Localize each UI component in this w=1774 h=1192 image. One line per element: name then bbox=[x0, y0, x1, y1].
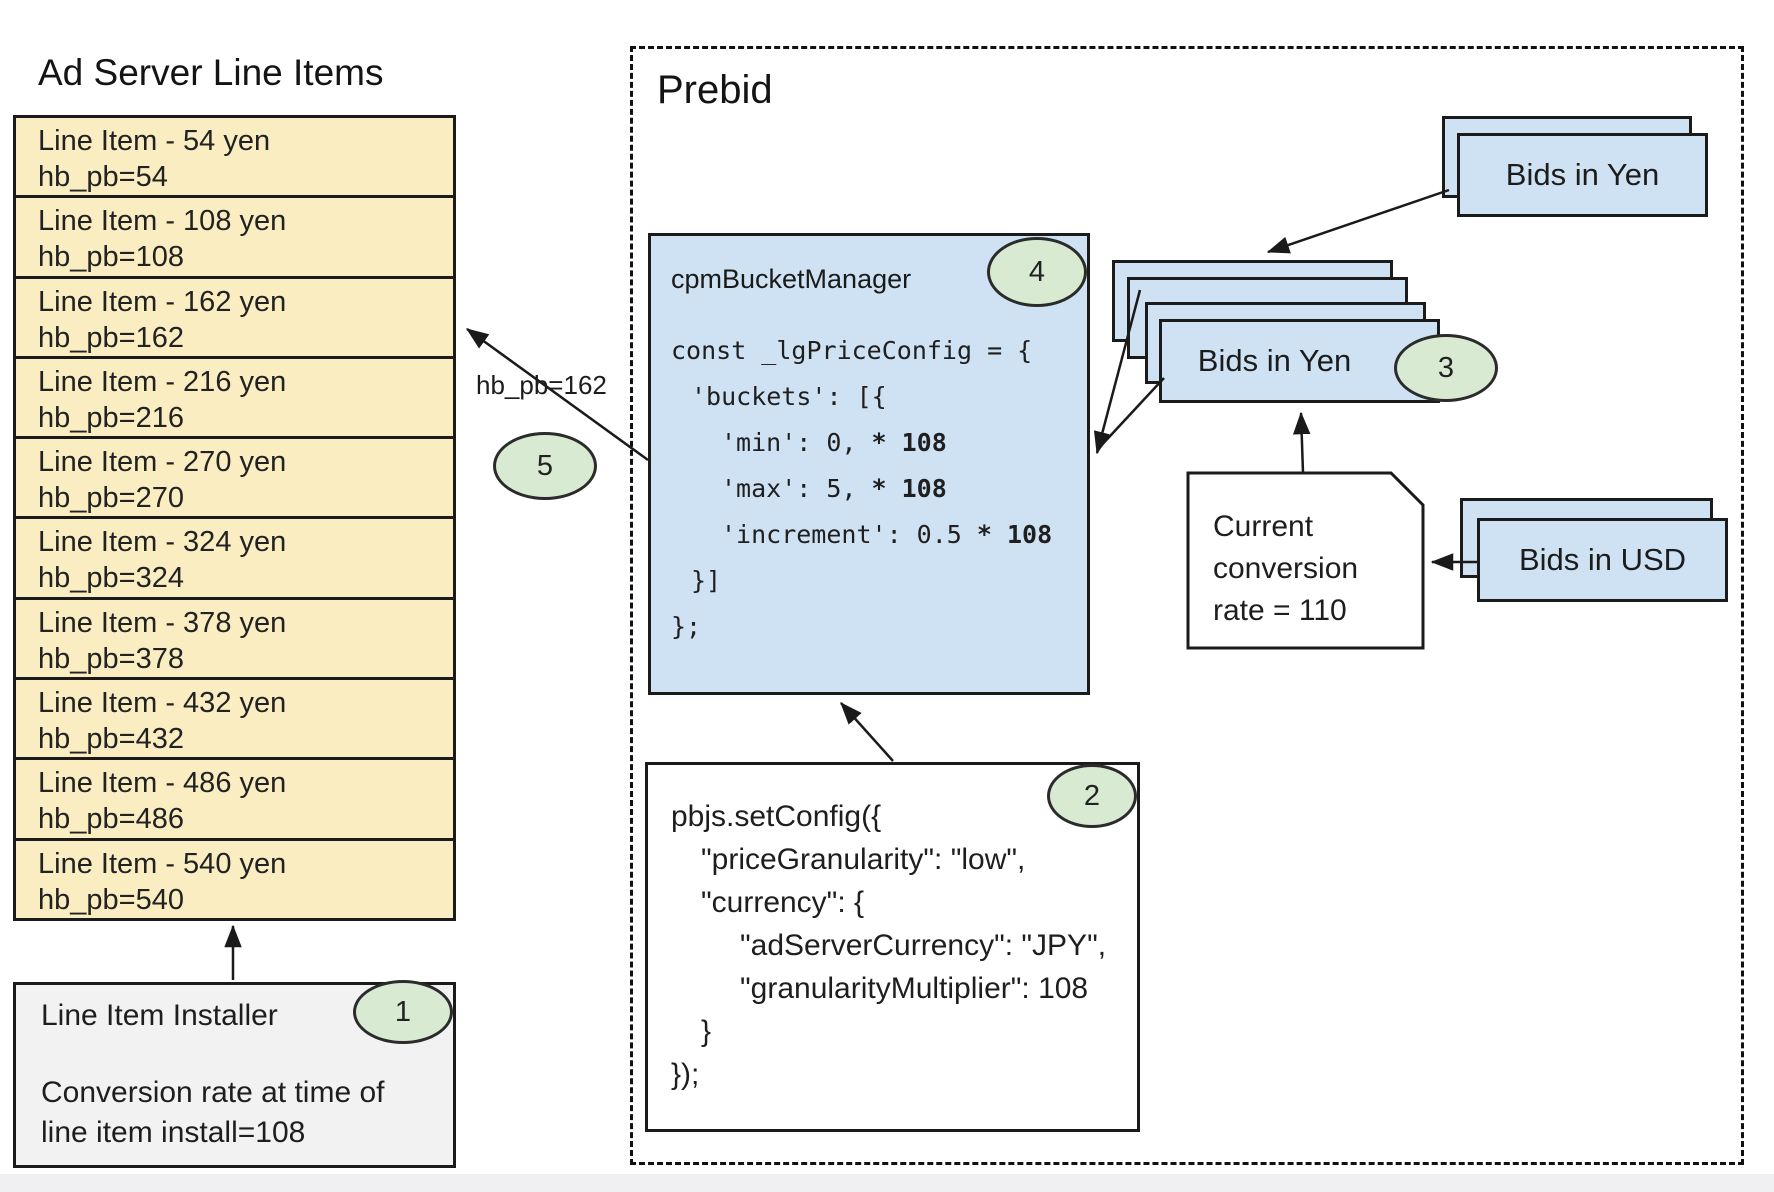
bids-in-yen-incoming-card: Bids in Yen bbox=[1457, 133, 1708, 217]
bids-in-yen-stack-front-card: Bids in Yen bbox=[1159, 319, 1440, 403]
line-item-hb: hb_pb=162 bbox=[38, 321, 184, 354]
bids-in-yen-incoming-label: Bids in Yen bbox=[1505, 157, 1660, 192]
code-line: 'min': 0, * 108 bbox=[651, 420, 1087, 466]
line-item-hb: hb_pb=270 bbox=[38, 482, 184, 515]
code-bold: * 108 bbox=[871, 474, 947, 503]
prebid-container bbox=[630, 46, 1744, 1165]
note-line1: Current bbox=[1213, 510, 1314, 543]
line-item-hb: hb_pb=324 bbox=[38, 562, 184, 595]
line-item-hb: hb_pb=54 bbox=[38, 161, 168, 193]
code-bold: * 108 bbox=[871, 428, 947, 457]
code-text: 'min': 0, bbox=[721, 428, 872, 457]
installer-note-line1: Conversion rate at time of bbox=[41, 1076, 385, 1109]
ad-server-line-items-title: Ad Server Line Items bbox=[38, 52, 384, 93]
bids-in-yen-stack-label: Bids in Yen bbox=[1197, 343, 1352, 378]
code-line: 'max': 5, * 108 bbox=[651, 466, 1087, 512]
line-item-label: Line Item - 54 yen bbox=[38, 125, 271, 157]
line-item-label: Line Item - 108 yen bbox=[38, 205, 287, 238]
code-text: 'max': 5, bbox=[721, 474, 872, 503]
code-line: 'increment': 0.5 * 108 bbox=[651, 512, 1087, 558]
bids-in-usd-card: Bids in USD bbox=[1477, 518, 1728, 602]
line-item-label: Line Item - 324 yen bbox=[38, 526, 287, 559]
bids-in-usd-label: Bids in USD bbox=[1518, 542, 1687, 577]
code-line: pbjs.setConfig({ bbox=[671, 800, 882, 833]
line-item-hb: hb_pb=486 bbox=[38, 803, 184, 836]
code-line: 'buckets': [{ bbox=[651, 374, 1087, 420]
code-text: 'increment': 0.5 bbox=[721, 520, 977, 549]
code-text: }; bbox=[671, 612, 702, 641]
code-text: }] bbox=[691, 566, 722, 595]
line-items-table: Line Item - 54 yen hb_pb=54 Line Item - 1… bbox=[13, 115, 456, 921]
note-line3: rate = 110 bbox=[1213, 594, 1347, 627]
installer-title: Line Item Installer bbox=[41, 999, 278, 1032]
step-badge-3: 3 bbox=[1394, 334, 1498, 402]
hb-pb-arrow-label: hb_pb=162 bbox=[476, 370, 607, 400]
step-badge-4: 4 bbox=[987, 237, 1087, 307]
line-item-row: Line Item - 54 yen hb_pb=54 bbox=[16, 118, 453, 199]
line-item-hb: hb_pb=216 bbox=[38, 401, 184, 434]
code-line: }] bbox=[651, 558, 1087, 604]
line-item-hb: hb_pb=540 bbox=[38, 883, 184, 916]
line-item-label: Line Item - 162 yen bbox=[38, 285, 287, 318]
code-line: const _lgPriceConfig = { bbox=[651, 328, 1087, 374]
line-item-label: Line Item - 540 yen bbox=[38, 847, 287, 880]
prebid-title: Prebid bbox=[657, 68, 773, 112]
step-badge-1: 1 bbox=[353, 980, 453, 1044]
line-item-label: Line Item - 486 yen bbox=[38, 767, 287, 800]
line-item-label: Line Item - 216 yen bbox=[38, 365, 287, 398]
step-badge-5: 5 bbox=[493, 432, 597, 500]
bottom-strip bbox=[0, 1174, 1774, 1192]
code-line: "granularityMultiplier": 108 bbox=[740, 972, 1089, 1005]
line-item-label: Line Item - 270 yen bbox=[38, 446, 287, 479]
lg-price-config-code: const _lgPriceConfig = { 'buckets': [{ '… bbox=[651, 328, 1087, 650]
pbjs-set-config-box: pbjs.setConfig({ "priceGranularity": "lo… bbox=[645, 762, 1140, 1132]
pbjs-set-config-code: pbjs.setConfig({ "priceGranularity": "lo… bbox=[648, 795, 1137, 1096]
installer-note-line2: line item install=108 bbox=[41, 1116, 306, 1149]
note-line2: conversion bbox=[1213, 552, 1359, 585]
installer-note: Conversion rate at time of line item ins… bbox=[41, 1073, 385, 1153]
cpm-bucket-manager-title: cpmBucketManager bbox=[671, 264, 912, 294]
cpm-bucket-manager-box: cpmBucketManager const _lgPriceConfig = … bbox=[648, 233, 1090, 695]
line-item-label: Line Item - 378 yen bbox=[38, 606, 287, 639]
line-item-hb: hb_pb=378 bbox=[38, 642, 184, 675]
code-line: "currency": { bbox=[701, 886, 865, 919]
conversion-rate-note-text: Current conversion rate = 110 bbox=[1213, 506, 1358, 632]
code-line: }; bbox=[651, 604, 1087, 650]
line-item-label: Line Item - 432 yen bbox=[38, 687, 287, 720]
code-line: }); bbox=[671, 1058, 700, 1091]
code-bold: * 108 bbox=[976, 520, 1053, 549]
line-item-hb: hb_pb=108 bbox=[38, 241, 184, 274]
code-line: "priceGranularity": "low", bbox=[701, 843, 1026, 876]
code-text: 'buckets': [{ bbox=[691, 382, 887, 411]
code-text: const _lgPriceConfig = { bbox=[671, 336, 1033, 365]
code-line: } bbox=[701, 1015, 712, 1048]
step-badge-2: 2 bbox=[1047, 764, 1137, 828]
code-line: "adServerCurrency": "JPY", bbox=[740, 929, 1107, 962]
line-item-hb: hb_pb=432 bbox=[38, 723, 184, 756]
